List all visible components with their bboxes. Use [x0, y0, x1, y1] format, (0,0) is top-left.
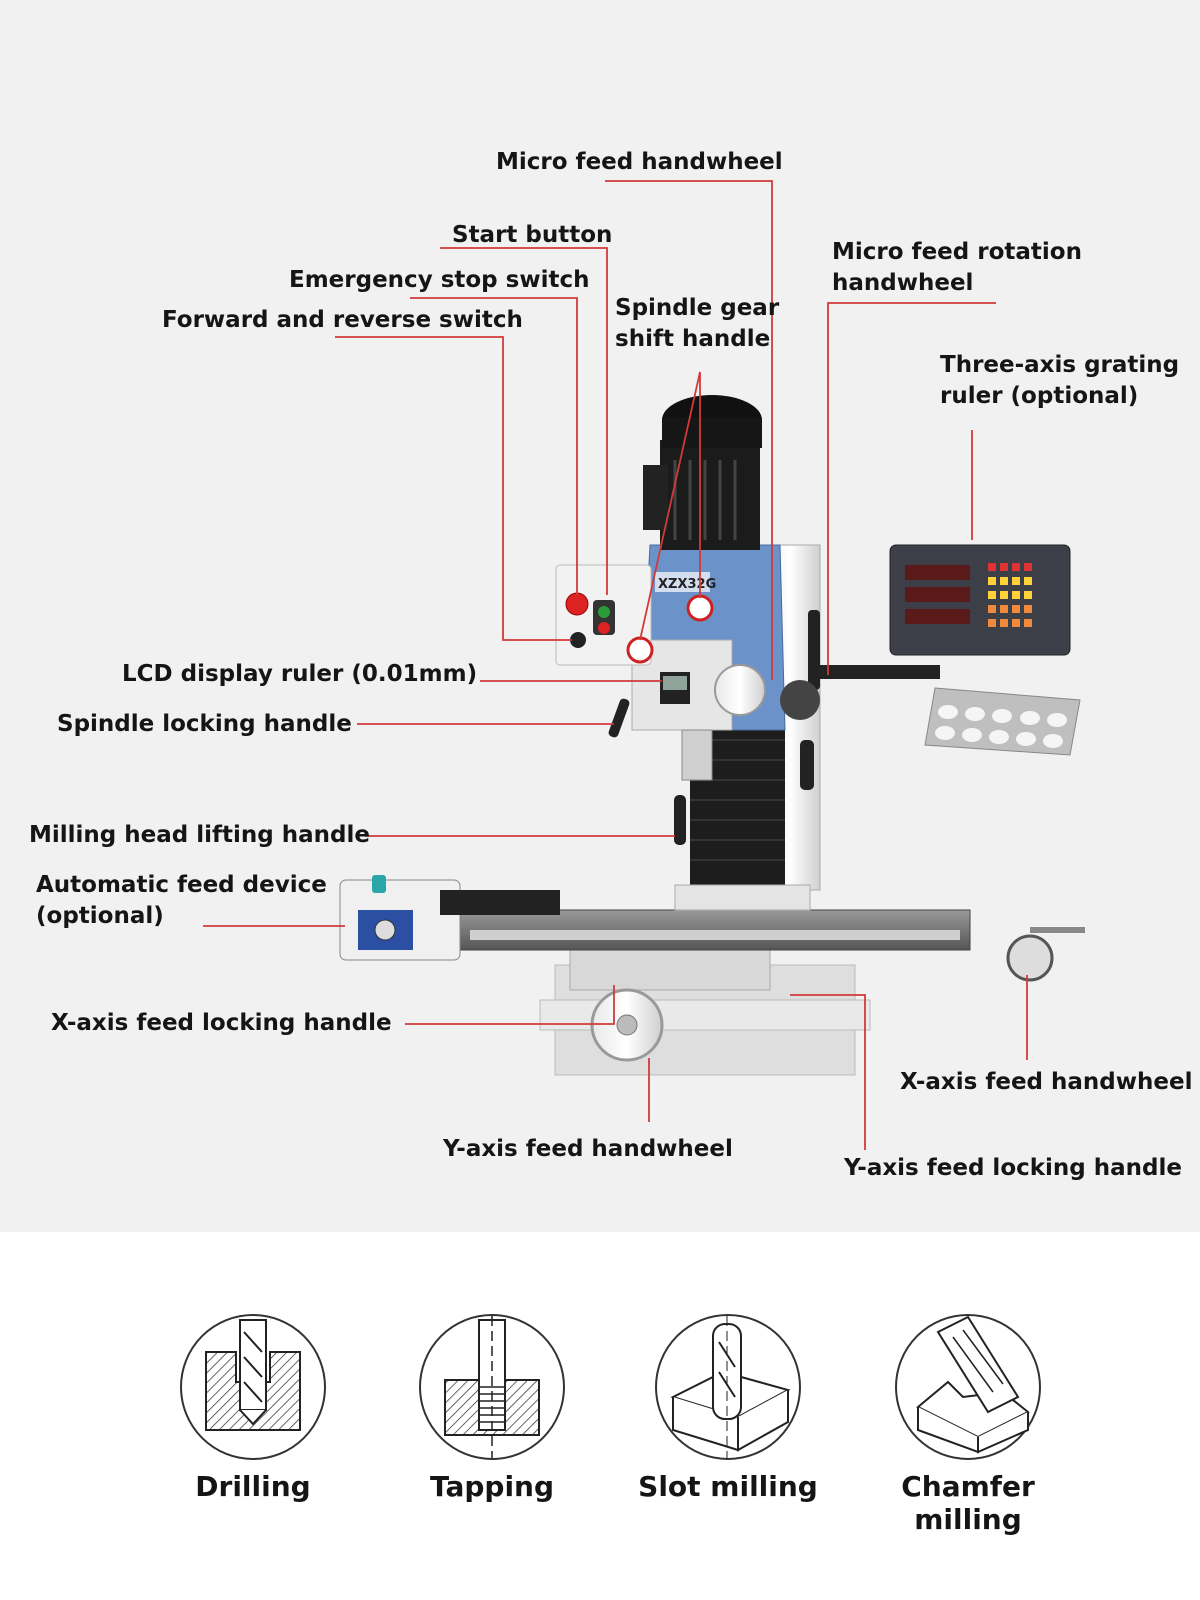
label-automatic-feed-device: Automatic feed device (optional): [36, 870, 327, 932]
model-plate: XZX32G: [658, 577, 716, 592]
label-spindle-gear-shift-handle: Spindle gear shift handle: [615, 293, 779, 355]
operation-label: Slot milling: [638, 1470, 818, 1503]
drilling-icon: [180, 1314, 326, 1460]
label-x-axis-feed-handwheel: X-axis feed handwheel: [900, 1069, 1193, 1095]
label-start-button: Start button: [452, 222, 613, 248]
operation-label: Chamfer milling: [901, 1470, 1035, 1536]
operations-row: Drilling Tapping Slot milling: [0, 1232, 1200, 1600]
milling-machine-illustration: XZX32G: [203, 180, 1085, 1150]
label-spindle-locking-handle: Spindle locking handle: [57, 711, 352, 737]
label-automatic-feed-device-line1: Automatic feed device: [36, 872, 327, 898]
operation-label: Tapping: [429, 1470, 555, 1503]
slot-milling-icon: [655, 1314, 801, 1460]
label-emergency-stop-switch: Emergency stop switch: [289, 267, 590, 293]
machine-diagram: XZX32G: [0, 0, 1200, 1232]
label-y-axis-feed-locking-handle: Y-axis feed locking handle: [844, 1155, 1182, 1181]
chamfer-milling-icon: [895, 1314, 1041, 1460]
operation-slot-milling: Slot milling: [608, 1312, 848, 1503]
label-micro-feed-rotation-handwheel-line1: Micro feed rotation: [832, 239, 1082, 265]
label-forward-reverse-switch: Forward and reverse switch: [162, 307, 523, 333]
label-milling-head-lifting-handle: Milling head lifting handle: [29, 822, 370, 848]
operation-drilling: Drilling: [133, 1312, 373, 1503]
label-spindle-gear-shift-handle-line1: Spindle gear: [615, 295, 780, 321]
label-micro-feed-rotation-handwheel-line2: handwheel: [832, 270, 974, 296]
operation-tapping: Tapping: [372, 1312, 612, 1503]
label-spindle-gear-shift-handle-line2: shift handle: [615, 326, 771, 352]
leader-lines: [203, 180, 1028, 1150]
label-three-axis-grating-ruler-line2: ruler (optional): [940, 383, 1139, 409]
label-three-axis-grating-ruler-line1: Three-axis grating: [940, 352, 1180, 378]
label-x-axis-feed-locking-handle: X-axis feed locking handle: [51, 1010, 392, 1036]
label-micro-feed-handwheel: Micro feed handwheel: [496, 149, 783, 175]
tapping-icon: [419, 1314, 565, 1460]
operation-label: Drilling: [195, 1470, 311, 1503]
operation-chamfer-milling: Chamfer milling: [848, 1312, 1088, 1536]
label-micro-feed-rotation-handwheel: Micro feed rotation handwheel: [832, 237, 1082, 299]
label-lcd-display-ruler: LCD display ruler (0.01mm): [122, 661, 478, 687]
label-y-axis-feed-handwheel: Y-axis feed handwheel: [443, 1136, 733, 1162]
label-automatic-feed-device-line2: (optional): [36, 903, 164, 929]
label-three-axis-grating-ruler: Three-axis grating ruler (optional): [940, 350, 1179, 412]
